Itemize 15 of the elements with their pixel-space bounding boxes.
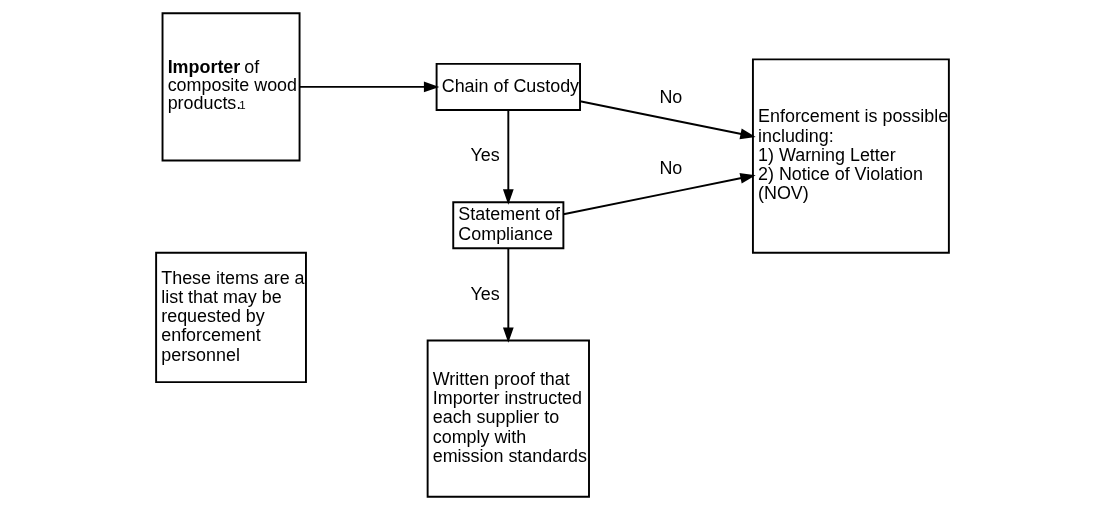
arrow [502, 247, 514, 343]
node-box: Chain of Custody [435, 62, 581, 111]
node-box: Written proof that Importer instructed each supplier to comply with emission standards [426, 339, 590, 498]
node-box: Enforcement is possible including: 1) Warning Letter 2) Notice of Violation (NOV) [751, 58, 950, 254]
edge-label: No [658, 157, 682, 178]
arrow [502, 109, 514, 205]
node-box: Importer of composite wood products.1 [161, 12, 300, 162]
arrow [578, 100, 756, 140]
edge-label: Yes [470, 145, 500, 166]
arrow [562, 172, 756, 216]
arrow [298, 81, 439, 93]
edge-label: Yes [470, 283, 500, 304]
edge-label: No [658, 87, 682, 108]
node-box: Statement of Compliance [451, 201, 564, 250]
node-box: These items are a list that may be requested by enforcement personnel [154, 251, 307, 384]
